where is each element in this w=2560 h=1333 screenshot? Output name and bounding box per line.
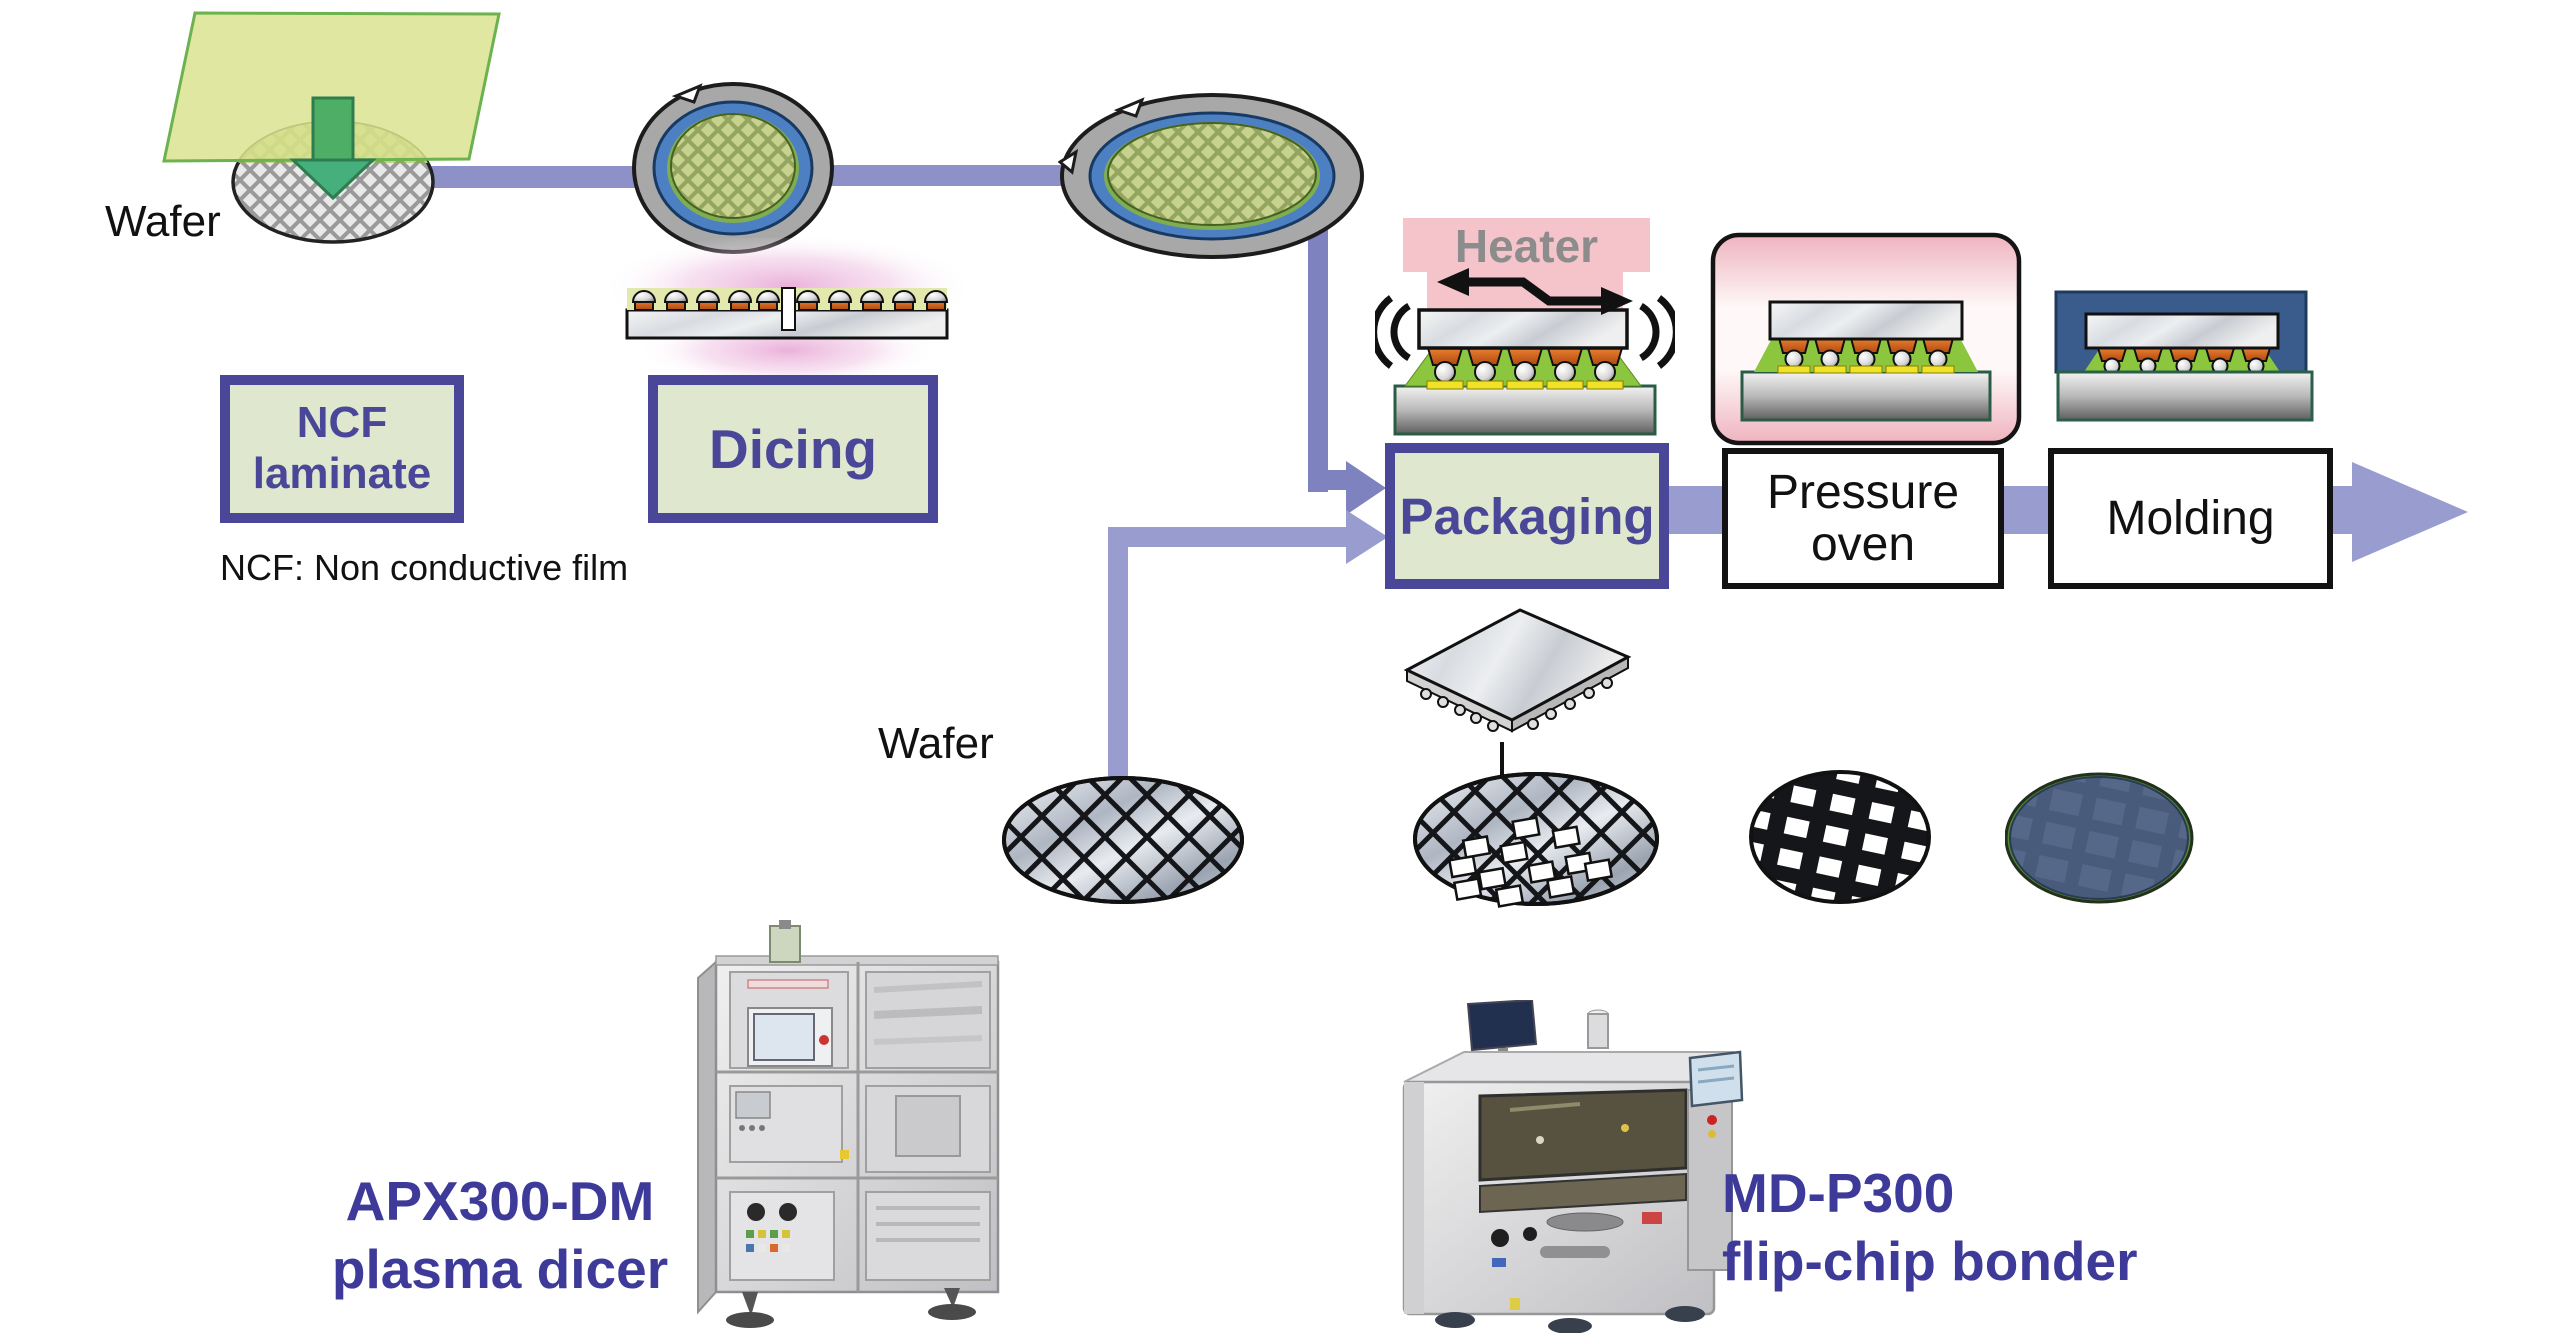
box-molding-label: Molding bbox=[2106, 492, 2275, 545]
wafer-with-placed-chips bbox=[1413, 772, 1659, 908]
top-screen bbox=[1466, 1000, 1538, 1052]
ncf-definition-note: NCF: Non conductive film bbox=[220, 547, 629, 588]
ring-wafer bbox=[1107, 122, 1317, 226]
placed-chips bbox=[1447, 816, 1614, 908]
chip-top-face bbox=[1403, 608, 1632, 722]
plasma-dicer-model: APX300-DM bbox=[345, 1170, 655, 1232]
chip bbox=[1768, 300, 1964, 341]
bump-row bbox=[631, 290, 949, 311]
main-flow-arrowhead bbox=[2352, 462, 2468, 562]
arrow-ring-to-packaging-vertical bbox=[1308, 230, 1328, 492]
pressure-oven-graphic bbox=[1710, 232, 2022, 446]
machine-window bbox=[1478, 1088, 1688, 1182]
plasma-dicing-graphic bbox=[602, 238, 974, 383]
frame-notch bbox=[671, 83, 703, 104]
bump-row bbox=[1426, 347, 1624, 390]
bottle bbox=[769, 925, 801, 963]
flip-chip-bonder-photo bbox=[1402, 1000, 1744, 1333]
ultrasonic-waves-icon bbox=[1375, 295, 1675, 369]
arrow-ring-to-packaging-horizontal bbox=[1308, 470, 1348, 490]
flip-chip-bonder-model: MD-P300 bbox=[1722, 1162, 1955, 1224]
flip-chip-bonder-label: MD-P300 flip-chip bonder bbox=[1722, 1160, 2202, 1295]
heater-label: Heater bbox=[1454, 220, 1599, 272]
connector-wafer-to-ring bbox=[430, 166, 642, 188]
heater-bonding-graphic bbox=[1375, 218, 1675, 436]
wafer-bottom-label: Wafer bbox=[878, 719, 994, 768]
box-pressure-oven: Pressure oven bbox=[1722, 448, 2004, 589]
arrow-wafer-to-packaging-head bbox=[1346, 510, 1388, 564]
box-packaging: Packaging bbox=[1385, 443, 1669, 589]
dicing-cut bbox=[781, 287, 796, 331]
arrow-wafer-to-packaging-vertical bbox=[1108, 545, 1128, 785]
plasma-dicer-type: plasma dicer bbox=[331, 1237, 669, 1300]
molded-wafer bbox=[2005, 772, 2194, 904]
bump-row bbox=[1777, 337, 1955, 374]
diced-wafer bbox=[1002, 776, 1244, 904]
laminate-down-arrow-icon bbox=[289, 96, 377, 201]
box-ncf-laminate: NCF laminate bbox=[220, 375, 464, 523]
bond-stage bbox=[1393, 384, 1657, 436]
bonded-chip bbox=[1417, 308, 1629, 350]
chip-bumps bbox=[1420, 677, 1613, 732]
ring-wafer bbox=[670, 113, 796, 219]
ncf-film-sheet bbox=[162, 11, 501, 163]
plasma-dicer-label: APX300-DM plasma dicer bbox=[300, 1168, 700, 1303]
substrate bbox=[2056, 370, 2314, 422]
wafer-ring-2 bbox=[1058, 93, 1364, 259]
plasma-dicer-photo bbox=[697, 920, 1000, 1328]
flip-chip-placement-graphic bbox=[1403, 608, 1632, 812]
arrow-ring-to-packaging-head bbox=[1346, 461, 1386, 515]
chip bbox=[2084, 312, 2280, 350]
box-molding: Molding bbox=[2048, 448, 2333, 589]
box-ncf-laminate-label: NCF laminate bbox=[252, 398, 432, 498]
connector-ring-to-ring bbox=[828, 165, 1068, 186]
molding-graphic bbox=[2054, 290, 2314, 422]
wafer-ring-1 bbox=[632, 82, 834, 254]
substrate bbox=[1740, 370, 1992, 422]
arrow-wafer-to-packaging-horizontal bbox=[1108, 527, 1348, 547]
wafer-top-label: Wafer bbox=[105, 197, 221, 246]
scrub-motion-arrow-icon bbox=[1437, 268, 1633, 315]
flip-chip-bonder-type: flip-chip bonder bbox=[1722, 1229, 2138, 1292]
box-dicing: Dicing bbox=[648, 375, 938, 523]
box-dicing-label: Dicing bbox=[708, 418, 878, 480]
frame-notch bbox=[1113, 97, 1145, 118]
box-pressure-oven-label: Pressure oven bbox=[1766, 465, 1960, 571]
frame-notch bbox=[1058, 148, 1079, 175]
ncf-film-lamination-graphic bbox=[162, 11, 501, 244]
box-packaging-label: Packaging bbox=[1399, 487, 1655, 545]
fully-populated-wafer bbox=[1749, 770, 1931, 904]
